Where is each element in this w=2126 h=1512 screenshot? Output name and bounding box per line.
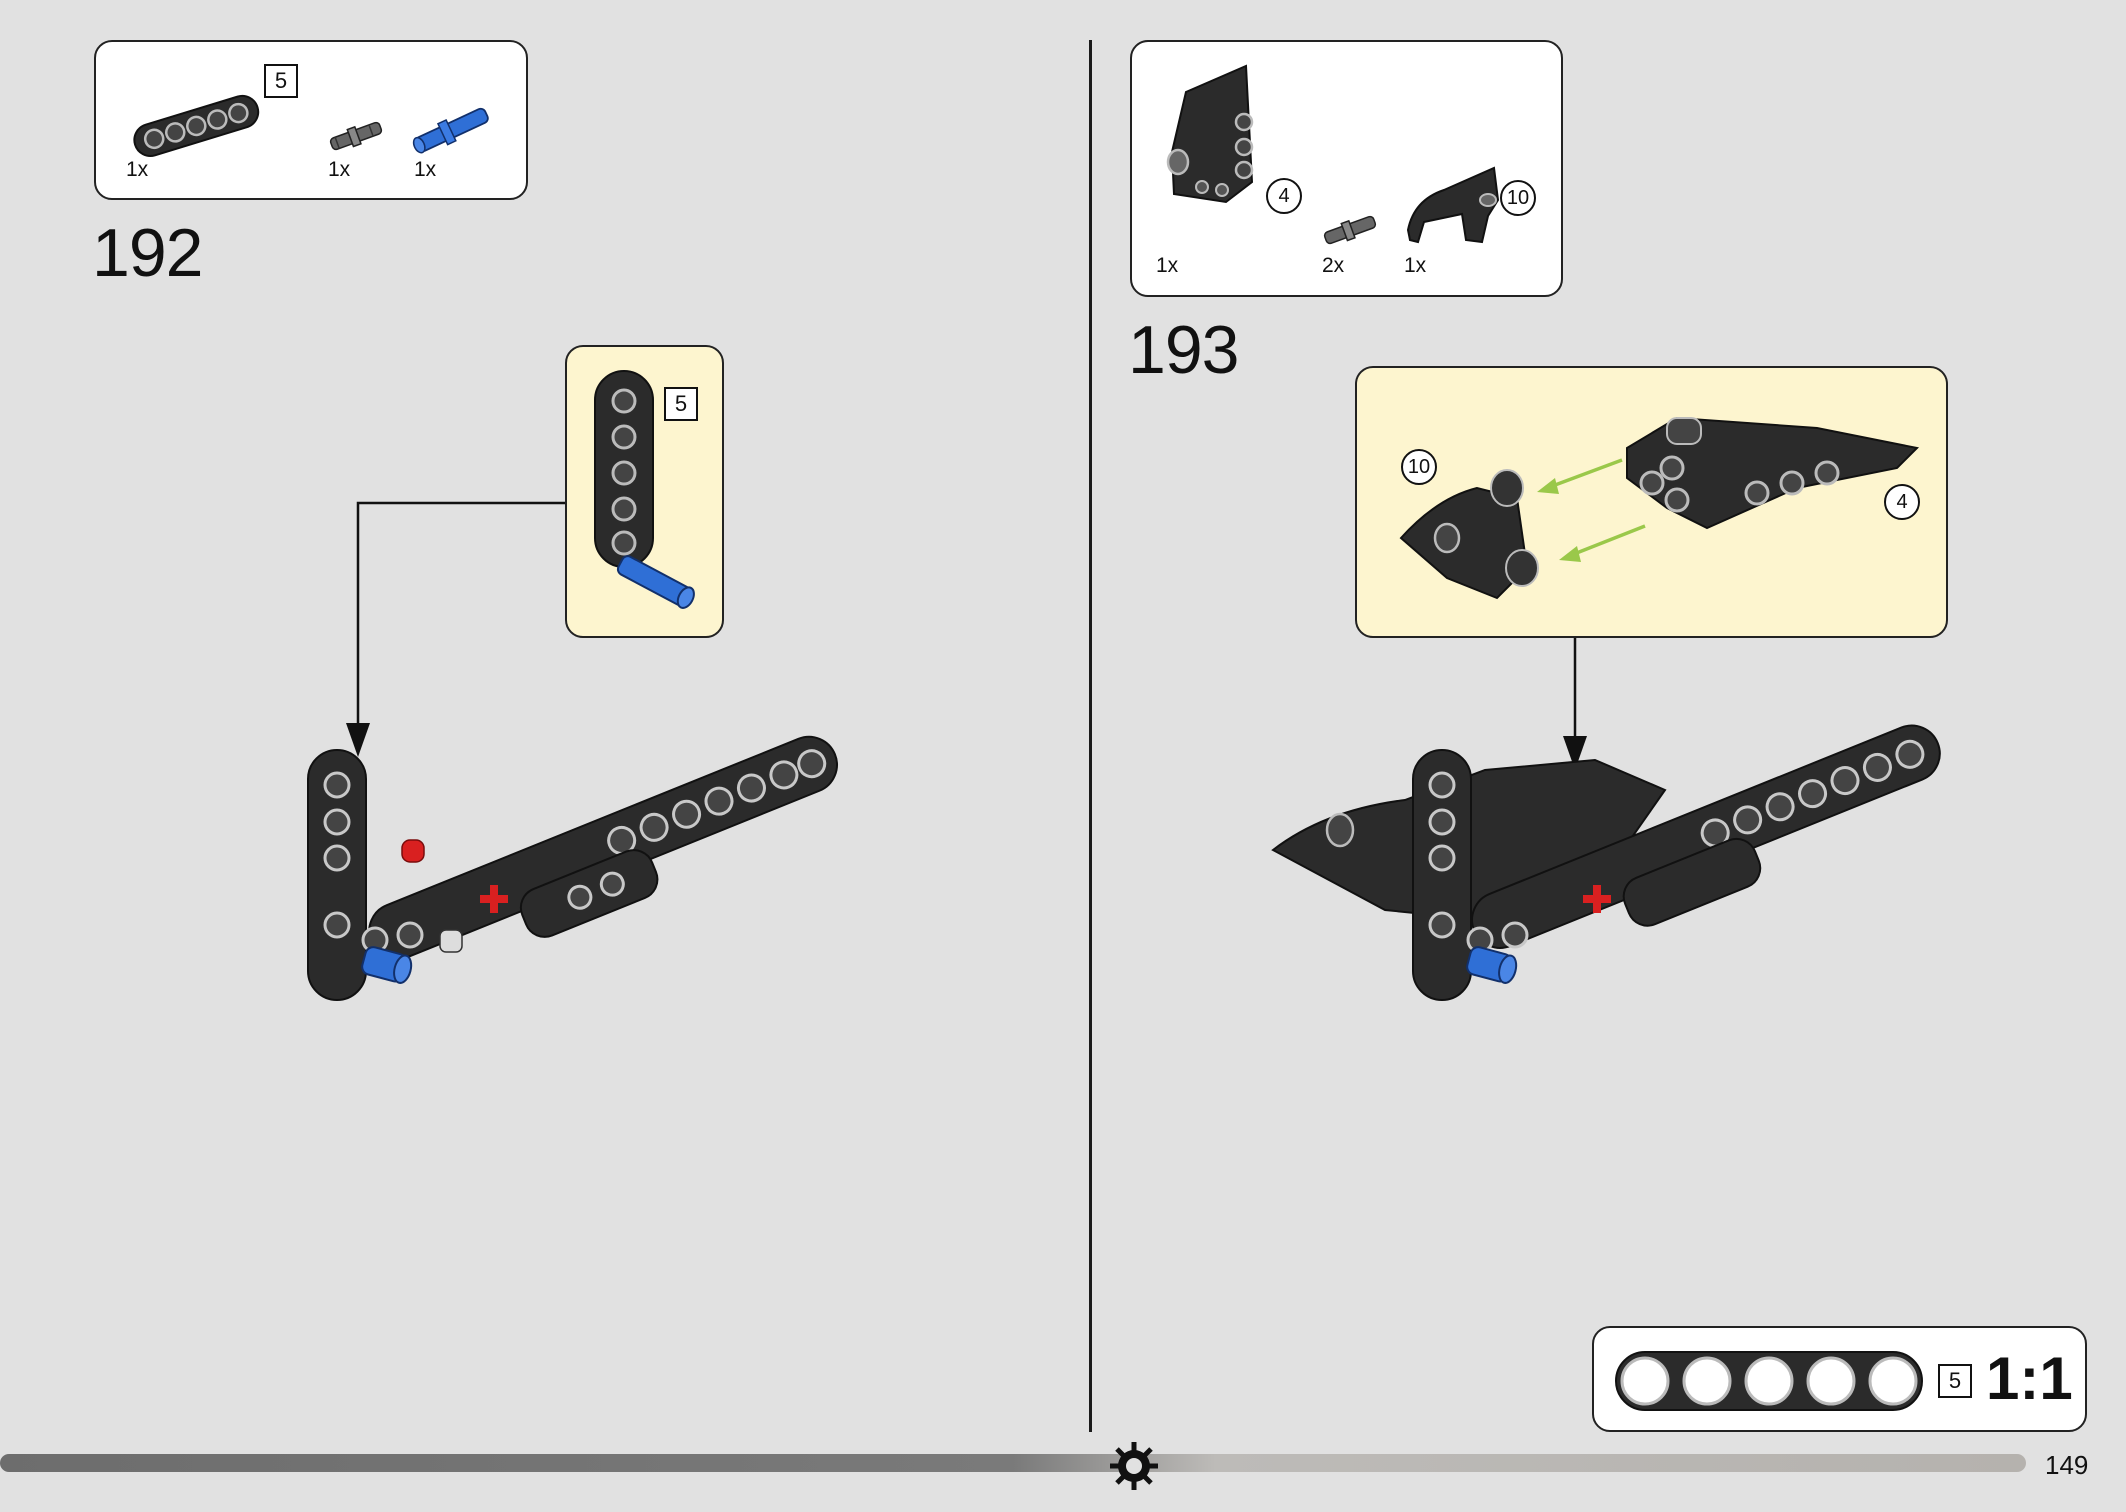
parts-list-192: 5 1x 1x 1x [94,40,528,200]
assembly-192 [307,735,838,1001]
panel-size-label: 4 [1266,178,1302,214]
beam-length-label: 5 [664,387,698,421]
step-number: 193 [1128,312,1239,388]
part-qty: 1x [414,158,437,181]
part-qty: 2x [1322,254,1345,277]
parts-list-193: 4 10 1x 2x 1x [1130,40,1563,297]
progress-bar-track [0,1454,2026,1472]
panel-assembly-icon [1399,416,1920,600]
callout-connector-arrow [1563,638,1587,770]
beam-5-scale-icon [1615,1351,1923,1411]
scale-ruler: 5 1:1 [1592,1326,2087,1432]
gray-pin-icon [1323,215,1377,245]
page-divider [1089,40,1092,1432]
blue-axle-pin-icon [412,107,489,154]
panel-10-icon [1406,166,1500,244]
scale-length-label: 5 [1938,1364,1972,1398]
gear-icon [1110,1442,1158,1490]
gray-pin-icon [329,121,383,151]
callout-connector-arrow [346,501,566,757]
panel-4-icon [1166,64,1254,204]
part-qty: 1x [126,158,149,181]
assembly-193 [1271,724,1941,1001]
panel-size-label: 10 [1500,180,1536,216]
panel-size-label: 4 [1884,484,1920,520]
panel-size-label: 10 [1401,449,1437,485]
sub-assembly-callout-193: 10 4 [1355,366,1948,638]
sub-assembly-callout-192: 5 [565,345,724,638]
beam-length-label: 5 [264,64,298,98]
part-qty: 1x [1404,254,1427,277]
step-number: 192 [92,215,203,291]
beam-with-pins-icon [594,370,695,609]
part-qty: 1x [1156,254,1179,277]
part-qty: 1x [328,158,351,181]
page-number: 149 [2045,1450,2089,1480]
beam-5-icon [133,94,260,157]
scale-ratio: 1:1 [1986,1345,2073,1412]
